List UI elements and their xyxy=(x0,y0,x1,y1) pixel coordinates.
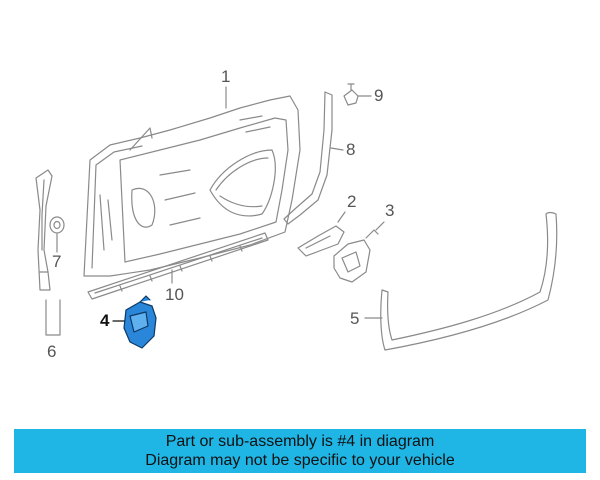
sill-trim-part xyxy=(87,232,269,300)
callout-1: 1 xyxy=(221,67,230,86)
door-shell-part xyxy=(83,95,301,277)
callout-3: 3 xyxy=(385,201,394,220)
parts-diagram: 1 9 8 2 3 7 10 5 4 6 xyxy=(35,67,558,361)
callout-8: 8 xyxy=(346,140,355,159)
lock-actuator-part xyxy=(123,295,157,349)
callout-2: 2 xyxy=(347,192,356,211)
callout-9: 9 xyxy=(374,86,383,105)
leader-lines xyxy=(45,86,385,336)
banner-line-1: Part or sub-assembly is #4 in diagram xyxy=(165,433,435,450)
callout-7: 7 xyxy=(52,252,61,271)
clip-part xyxy=(343,83,359,106)
callout-6: 6 xyxy=(47,342,56,361)
inner-handle-part xyxy=(297,225,345,257)
belt-molding-part xyxy=(283,91,333,225)
callout-5: 5 xyxy=(350,309,359,328)
callout-4: 4 xyxy=(100,311,110,330)
banner-line-2: Diagram may not be specific to your vehi… xyxy=(145,452,455,469)
callout-10: 10 xyxy=(165,285,184,304)
part-info-banner: Part or sub-assembly is #4 in diagram Di… xyxy=(14,429,586,473)
latch-part xyxy=(333,229,379,283)
door-seal-part xyxy=(380,211,558,351)
grommet-part xyxy=(49,216,65,234)
pillar-trim-part xyxy=(35,169,53,291)
